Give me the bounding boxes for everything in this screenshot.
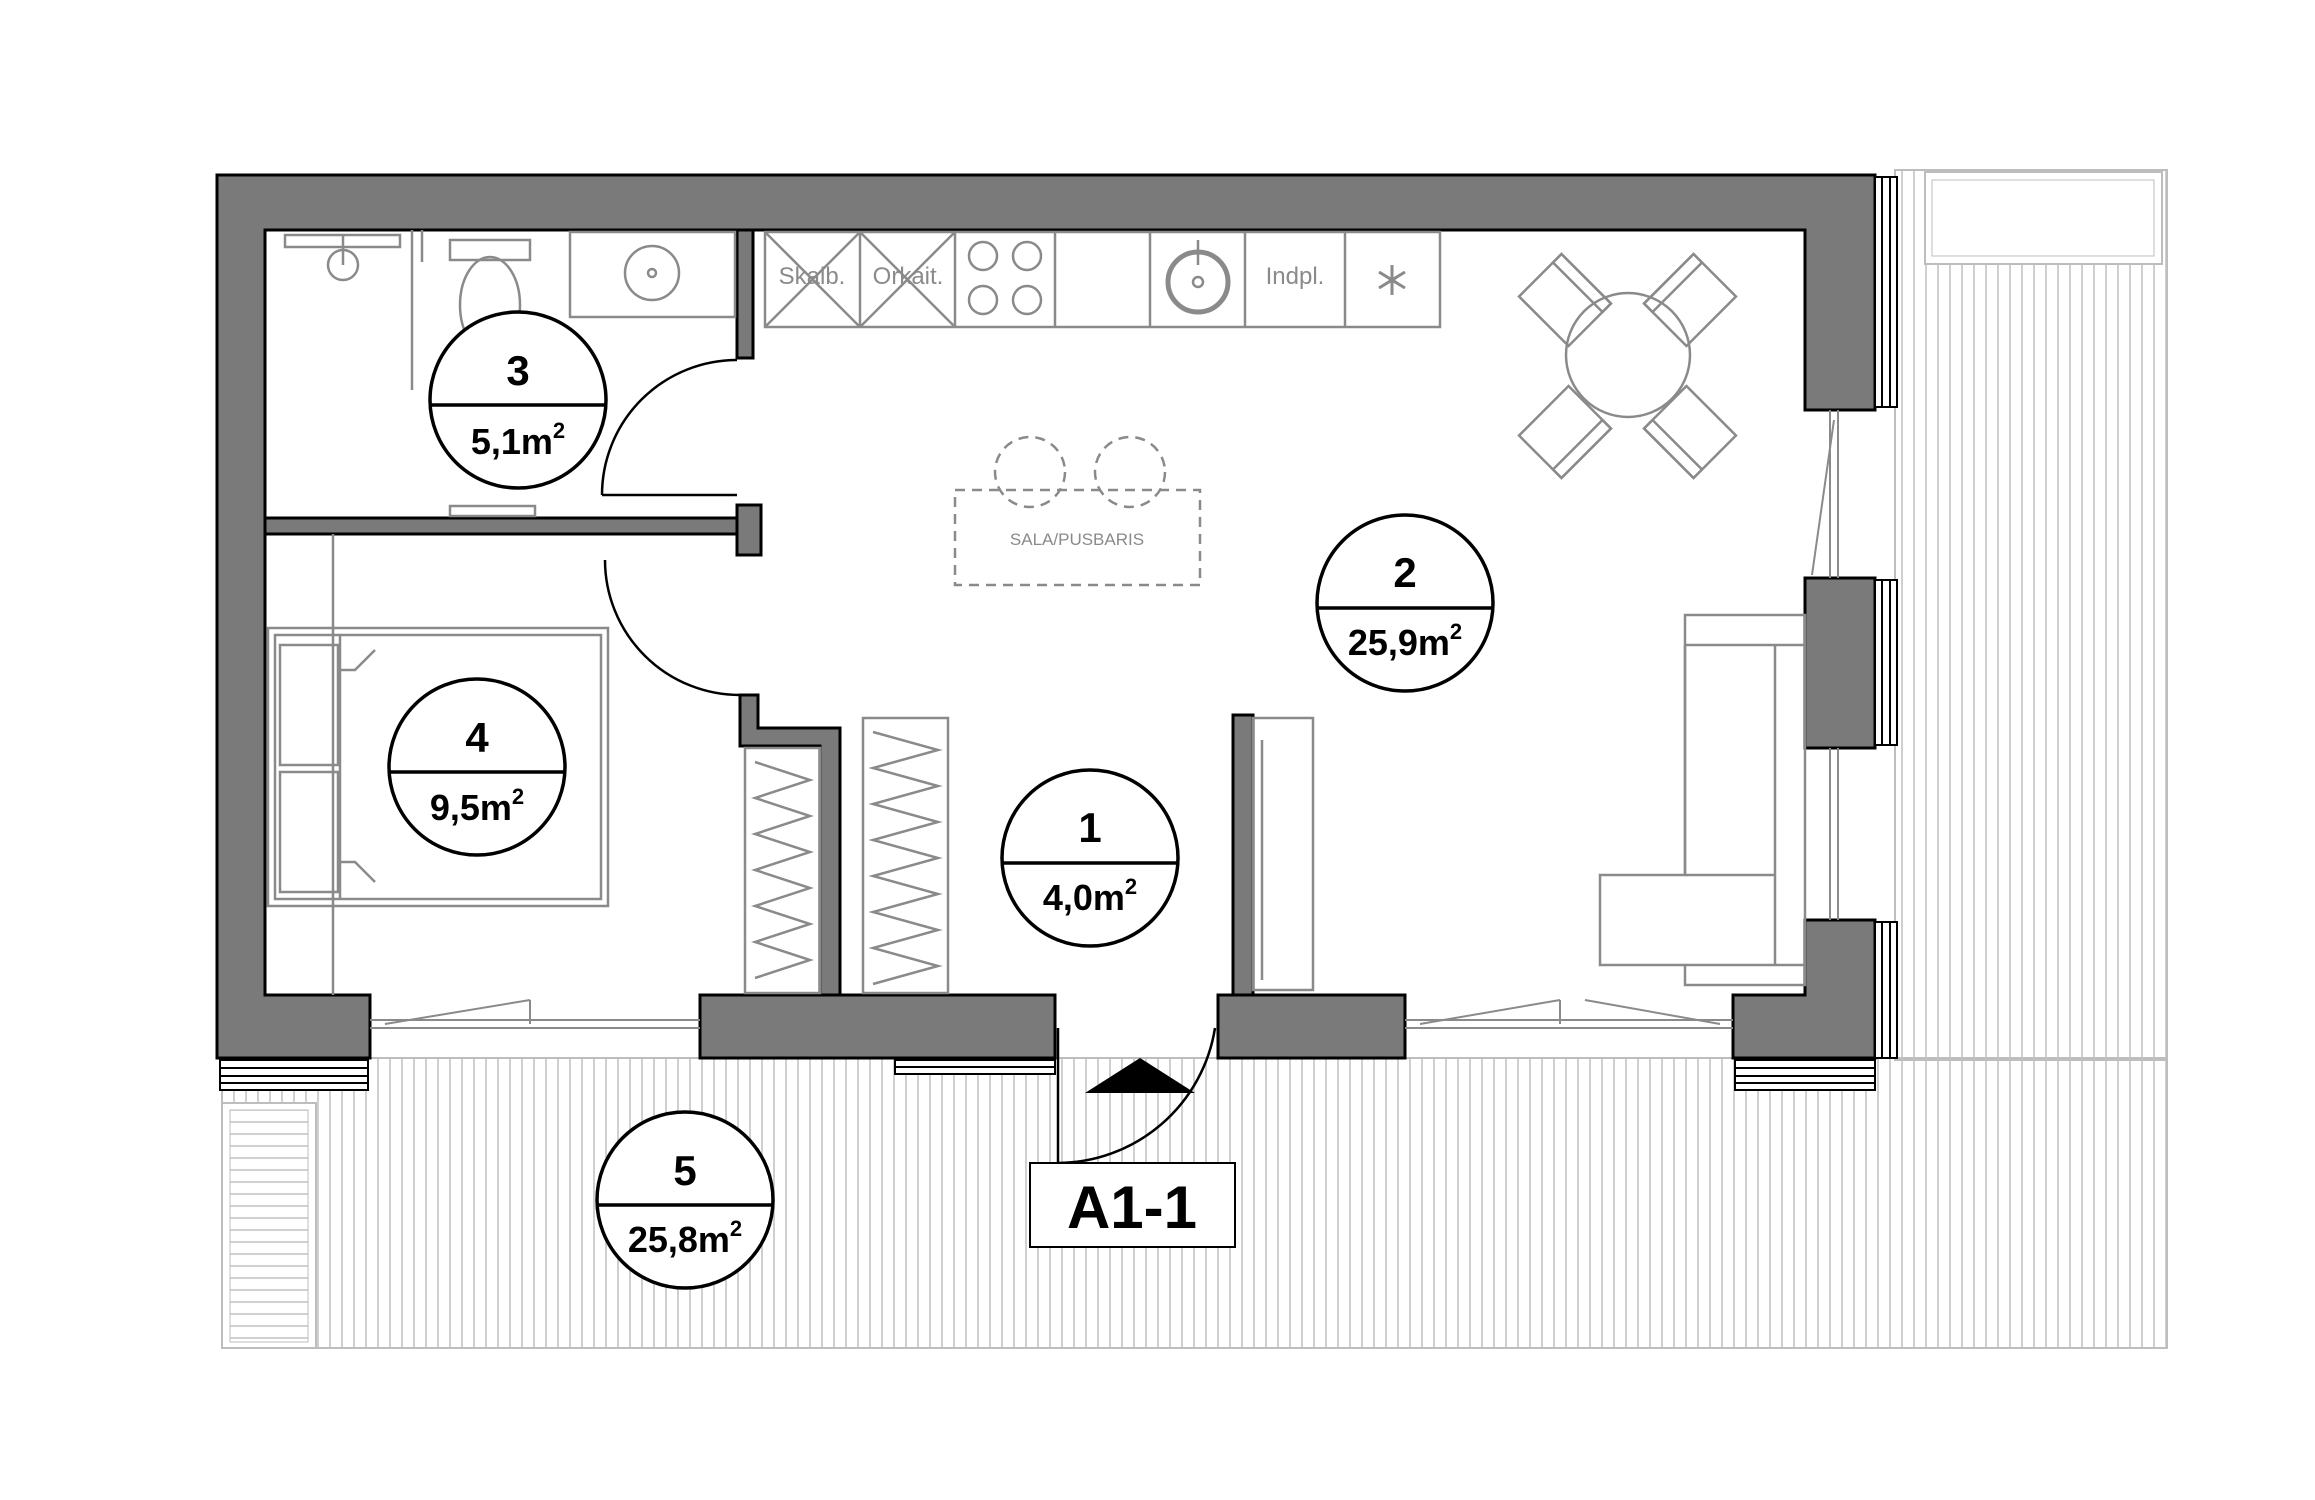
dining-chair: [1642, 252, 1738, 348]
room-number: 4: [465, 714, 489, 761]
washbasin-cabinet: [568, 230, 737, 319]
interior-walls: [263, 228, 1255, 997]
wall-bath-hall-top: [735, 228, 755, 360]
room-label-2: 2 25,9m2: [1315, 513, 1495, 693]
cabinet-label: Indpl.: [1266, 263, 1325, 290]
dining-table: [1564, 291, 1692, 419]
unit-superscript: 2: [730, 1216, 742, 1241]
bar-stool: [993, 435, 1067, 509]
dining-set: [1517, 252, 1738, 480]
door-entrance: [1057, 1027, 1217, 1165]
sofa: [1598, 613, 1807, 987]
stove-burners-icon: [967, 240, 1043, 316]
room-area: 4,0m: [1043, 877, 1125, 918]
room-label-4: 4 9,5m2: [387, 677, 567, 857]
svg-text:5,1m2: 5,1m2: [471, 418, 565, 462]
wall-bottom-pier-2: [1216, 993, 1407, 1060]
room-number: 2: [1393, 549, 1416, 596]
svg-text:25,8m2: 25,8m2: [628, 1216, 742, 1260]
bar-stool: [1093, 435, 1167, 509]
planter-bottom-left-inner: [229, 1109, 309, 1343]
oven-label: Orkait.: [873, 263, 944, 290]
wall-bottom-pier-1: [698, 993, 1057, 1060]
sink-icon: [1165, 240, 1231, 315]
glazing: [370, 410, 1839, 1029]
plan-code-box: A1-1: [1029, 1162, 1236, 1248]
dining-chair: [1642, 384, 1738, 480]
room-label-5: 5 25,8m2: [595, 1110, 775, 1290]
kitchen-island: [953, 435, 1202, 587]
wall-fridge: [1231, 713, 1255, 997]
wall-right-bottom: [1731, 918, 1877, 1060]
svg-text:9,5m2: 9,5m2: [430, 784, 524, 828]
room-area: 25,8m: [628, 1219, 730, 1260]
dishwasher-label: Skalb.: [779, 263, 846, 290]
washbasin: [623, 244, 681, 302]
snowflake-icon: [1378, 265, 1406, 295]
room-area: 25,9m: [1348, 622, 1450, 663]
room-number: 5: [673, 1147, 696, 1194]
dining-chair: [1517, 384, 1613, 480]
plan-code: A1-1: [1067, 1174, 1197, 1241]
toilet-tank: [448, 238, 532, 262]
room-label-3: 3 5,1m2: [428, 310, 608, 490]
bathroom-fixtures: [283, 230, 737, 518]
wall-bath-bedroom: [263, 516, 745, 536]
bed: [266, 534, 610, 995]
towel-rail: [448, 504, 537, 518]
entrance-arrow-icon: [1085, 1058, 1195, 1093]
unit-superscript: 2: [512, 784, 524, 809]
fridge-column: [1251, 716, 1315, 992]
wall-right-pier: [1803, 576, 1877, 750]
room-area: 9,5m: [430, 787, 512, 828]
room-number: 1: [1078, 804, 1101, 851]
kitchen-counter: [763, 230, 1442, 329]
room-number: 3: [506, 347, 529, 394]
island-label: SALA/PUSBARIS: [1010, 530, 1144, 549]
unit-superscript: 2: [1450, 619, 1462, 644]
terrace-right: [1894, 169, 2168, 1061]
unit-superscript: 2: [1125, 874, 1137, 899]
dining-chair: [1517, 252, 1613, 348]
terrace-decking: [221, 169, 2168, 1349]
room-label-1: 1 4,0m2: [1000, 768, 1180, 948]
unit-superscript: 2: [553, 418, 565, 443]
svg-text:4,0m2: 4,0m2: [1043, 874, 1137, 918]
room-area: 5,1m: [471, 421, 553, 462]
wall-stub-mid: [735, 503, 763, 557]
doors: [600, 358, 1217, 1165]
planter-top-right-inner: [1931, 179, 2155, 257]
svg-text:25,9m2: 25,9m2: [1348, 619, 1462, 663]
door-bathroom: [600, 358, 738, 496]
wardrobes: [743, 716, 950, 995]
door-bedroom: [603, 559, 741, 697]
window-frames: [219, 176, 1898, 1091]
